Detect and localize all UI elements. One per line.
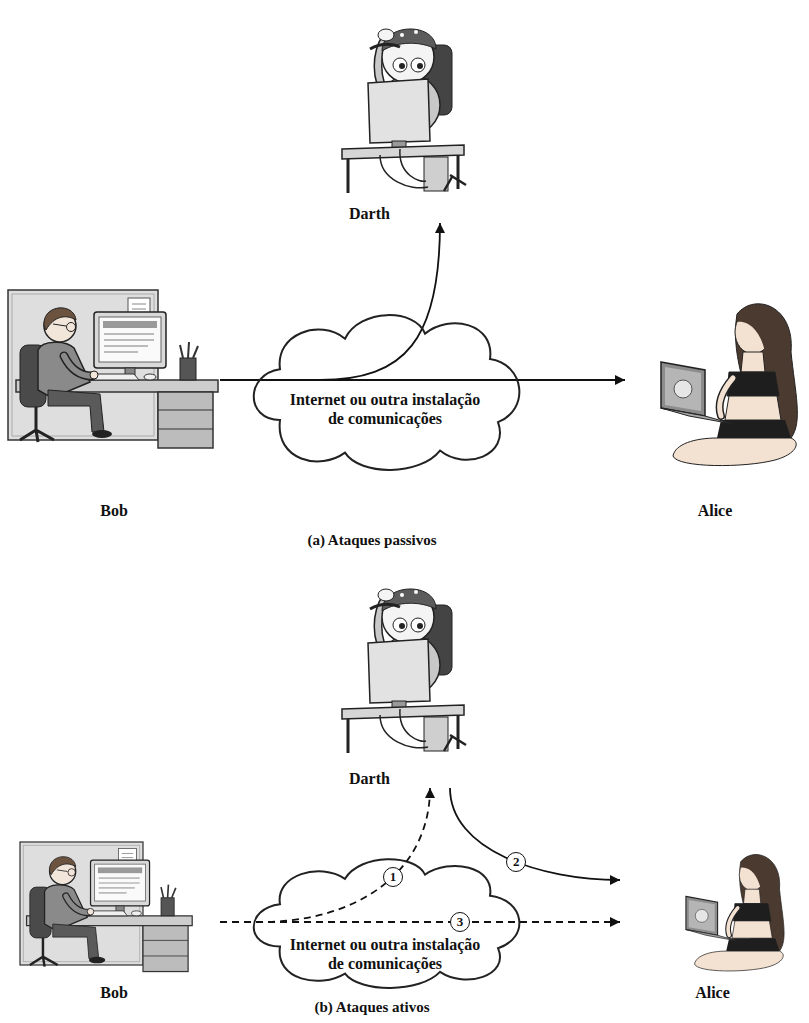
connector [220, 921, 620, 923]
cloud-label: Internet ou outra instalação de comunica… [285, 935, 485, 973]
party-name: Alice [698, 502, 733, 520]
network-cloud: Internet ou outra instalação de comunica… [240, 298, 530, 476]
panel-caption: (b) Ataques ativos [314, 998, 429, 1016]
party-name: Bob [100, 984, 128, 1002]
network-cloud: Internet ou outra instalação de comunica… [240, 845, 530, 993]
party-node: Bob [8, 840, 220, 1002]
cloud-outline [240, 298, 530, 476]
alice-illustration [661, 304, 797, 466]
party-node: Alice [620, 840, 805, 1002]
cloud-outline [254, 315, 520, 470]
cloud-label: Internet ou outra instalação de comunica… [285, 390, 485, 428]
party-name: Darth [349, 205, 390, 223]
connector [450, 788, 620, 880]
connector [220, 223, 440, 380]
darth-illustration [342, 29, 466, 193]
alice-illustration [686, 854, 784, 970]
party-node: Bob [8, 285, 220, 520]
party-name: Alice [695, 984, 730, 1002]
party-node: Darth [335, 565, 475, 788]
connector [220, 788, 430, 922]
party-node: Alice [625, 285, 805, 520]
callout-number: 3 [450, 912, 470, 932]
party-node: Darth [335, 5, 475, 223]
cloud-outline [254, 859, 520, 988]
callout-number: 1 [383, 867, 403, 887]
callout-number: 2 [506, 852, 526, 872]
bob-illustration [8, 290, 218, 448]
party-name: Darth [349, 770, 390, 788]
bob-illustration [20, 842, 192, 972]
darth-illustration [342, 589, 466, 753]
party-name: Bob [100, 502, 128, 520]
panel-caption: (a) Ataques passivos [307, 531, 436, 549]
